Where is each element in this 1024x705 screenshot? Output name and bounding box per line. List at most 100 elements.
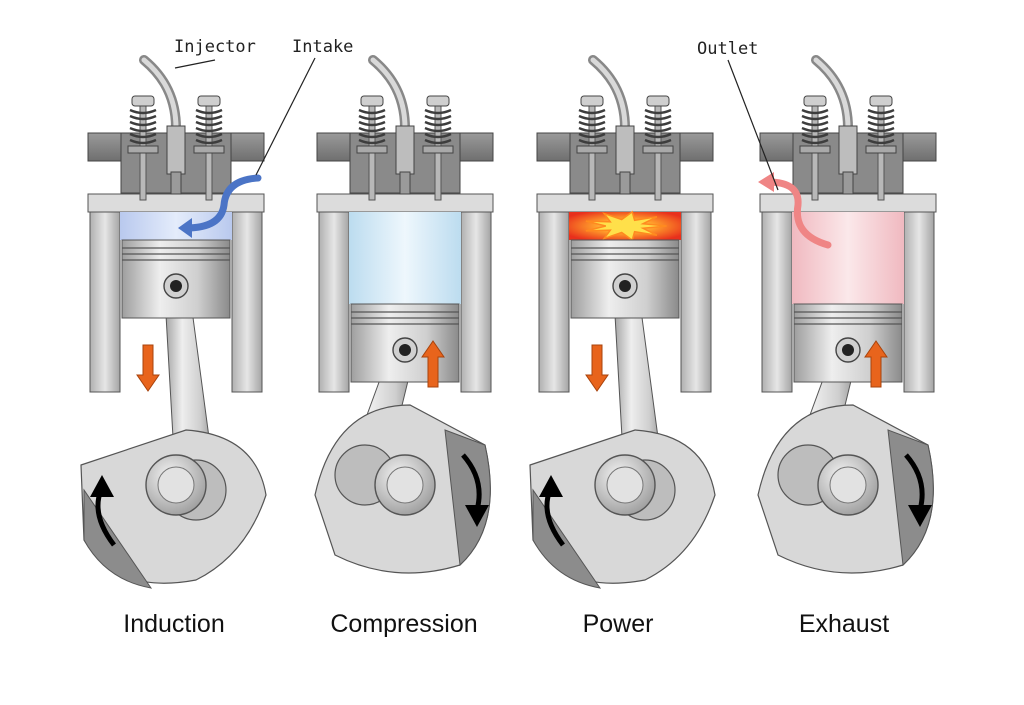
spring-coil [195,138,223,145]
outlet-callout: Outlet [697,39,759,59]
spring-coil [801,120,829,127]
injector-leader-line [174,59,216,69]
spring-coil [424,120,452,127]
head-gasket [316,193,494,213]
outlet-leader-line [727,59,779,191]
spring-coil [195,108,223,115]
spring-coil [424,126,452,133]
spring-seat [865,145,897,154]
wrist-pin [619,280,631,292]
intake-valve-spring [576,95,608,201]
spring-coil [867,120,895,127]
intake-callout: Intake [292,37,354,57]
rotation-arrowhead [90,475,114,497]
spring-coil [867,132,895,139]
spring-coil [578,108,606,115]
intake-flow-arrowhead [178,218,192,238]
callout-leader-lines [174,57,779,191]
crankshaft-journal [606,466,644,504]
piston [793,303,903,383]
valve-cap [580,95,604,107]
stroke-up-arrow [864,340,888,388]
stage-compression [314,55,494,574]
spring-coil [129,138,157,145]
injector-body [395,125,415,175]
injector-nozzle [619,171,631,195]
combustion-chamber [792,212,904,304]
spring-coil [801,132,829,139]
spring-coil [644,114,672,121]
stroke-down-arrow [585,344,609,392]
combustion-chamber [349,212,461,304]
spring-seat [799,145,831,154]
cylinder-wall-left [761,211,793,393]
intake-valve-spring [356,95,388,201]
spring-coil [801,114,829,121]
rotation-arrowhead [539,475,563,497]
spring-coil [195,120,223,127]
exhaust-flow-arrowhead [758,172,774,192]
cylinder-wall-left [89,211,121,393]
wrist-pin [842,344,854,356]
spring-coil [867,138,895,145]
stage-exhaust [757,55,937,574]
spring-coil [801,126,829,133]
spring-coil [644,132,672,139]
injector-body [166,125,186,175]
intake-flow-arrow [182,174,262,232]
injector-nozzle [399,171,411,195]
intake-valve-spring [127,95,159,201]
valve-cap [131,95,155,107]
crankshaft-journal [386,466,424,504]
counterweight [887,429,934,567]
injector-callout: Injector [174,37,256,57]
head-gasket [87,193,265,213]
exhaust-valve-spring [422,95,454,201]
stroke-down-arrow [136,344,160,392]
piston [570,239,680,319]
spring-coil [867,108,895,115]
spring-coil [867,126,895,133]
spring-seat [193,145,225,154]
spring-coil [801,108,829,115]
injector-line-highlight [141,57,179,131]
spring-coil [195,114,223,121]
spring-coil [358,114,386,121]
exhaust-flow-arrow [764,178,832,249]
injector-line-highlight [590,57,628,131]
spring-coil [424,138,452,145]
spring-coil [867,114,895,121]
head-gasket [536,193,714,213]
valve-cap [426,95,450,107]
spring-coil [578,114,606,121]
spring-seat [127,145,159,154]
rotation-arrowhead [465,505,489,527]
spring-coil [358,108,386,115]
injector-line-highlight [370,57,408,131]
injector-nozzle [170,171,182,195]
spring-coil [358,138,386,145]
injector-nozzle [842,171,854,195]
stage-label-compression: Compression [330,610,478,638]
cylinder-wall-right [231,211,263,393]
spring-coil [129,120,157,127]
valve-cap [646,95,670,107]
spring-seat [642,145,674,154]
crankshaft-journal [157,466,195,504]
spring-coil [644,108,672,115]
spring-coil [129,114,157,121]
spring-coil [195,126,223,133]
spring-coil [358,126,386,133]
crankshaft-journal [829,466,867,504]
valve-cap [869,95,893,107]
spring-coil [358,132,386,139]
stage-induction [80,55,267,589]
spring-coil [578,120,606,127]
cylinder-wall-right [903,211,935,393]
spring-coil [578,126,606,133]
rotation-arrowhead [908,505,932,527]
valve-cap [360,95,384,107]
spring-seat [356,145,388,154]
stroke-up-arrow [421,340,445,388]
